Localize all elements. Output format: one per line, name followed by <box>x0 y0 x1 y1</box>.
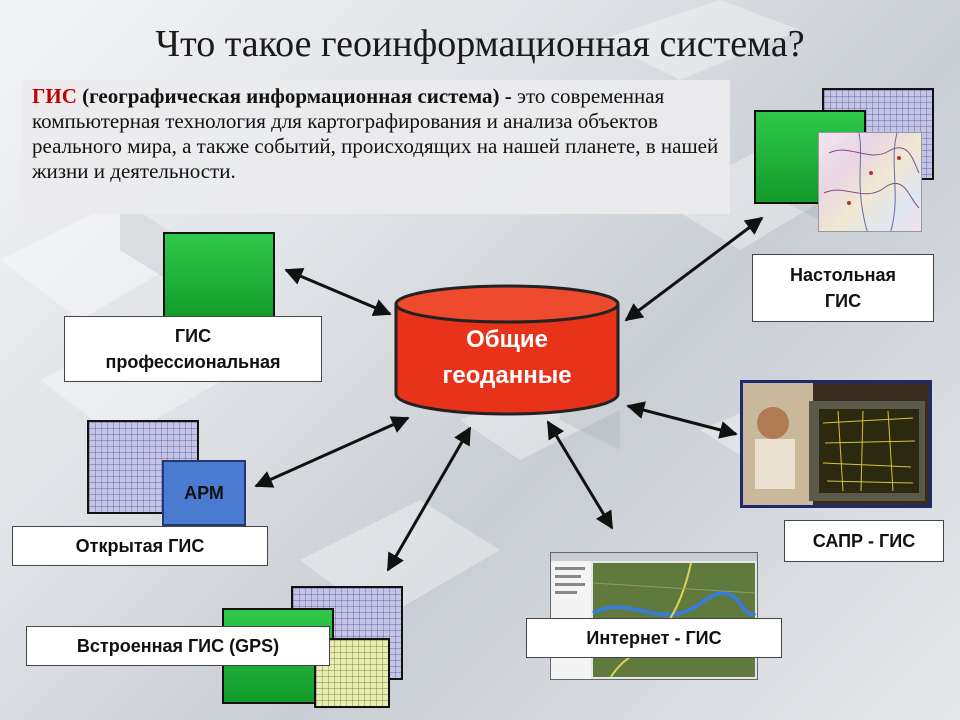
workstation-box: АРМ <box>162 460 246 526</box>
arrow-cad <box>626 401 738 439</box>
arrow-workstation <box>254 416 410 488</box>
professional-gis-label: ГИС профессиональная <box>64 316 322 382</box>
definition-text: это современная компьютерная технология … <box>32 84 719 183</box>
professional-gis-line2: профессиональная <box>105 352 281 372</box>
desktop-gis-line2: ГИС <box>824 291 862 311</box>
map-icon <box>823 132 920 232</box>
page-title: Что такое геоинформационная система? <box>155 23 805 65</box>
cad-photo-illustration <box>743 383 929 505</box>
internet-gis-label: Интернет - ГИС <box>526 618 782 658</box>
embedded-gis-yellow-screen <box>314 638 390 708</box>
cylinder-line2: геоданные <box>442 362 572 389</box>
open-gis-label: Открытая ГИС <box>12 526 268 566</box>
desktop-gis-label: Настольная ГИС <box>752 254 934 322</box>
definition-term: ГИС <box>32 84 77 108</box>
professional-gis-line1: ГИС <box>174 326 212 346</box>
arrow-internet <box>546 420 614 530</box>
web-map-illustration <box>551 553 757 679</box>
cylinder-label: Общие геоданные <box>396 322 618 394</box>
professional-gis-screen <box>163 232 275 322</box>
internet-gis-screenshot <box>550 552 758 680</box>
desktop-gis-map-image <box>818 132 922 232</box>
arrow-professional <box>284 268 392 316</box>
shared-geodata-cylinder <box>394 284 620 416</box>
definition-expansion: (географическая информационная система) … <box>82 84 512 108</box>
desktop-gis-line1: Настольная <box>789 265 897 285</box>
arrow-embedded <box>386 426 472 572</box>
cad-gis-photo <box>740 380 932 508</box>
definition-block: ГИС (географическая информационная систе… <box>22 80 730 214</box>
arrow-desktop <box>624 216 764 322</box>
embedded-gis-label: Встроенная ГИС (GPS) <box>26 626 330 666</box>
cad-gis-label: САПР - ГИС <box>784 520 944 562</box>
cylinder-line1: Общие <box>466 326 548 353</box>
